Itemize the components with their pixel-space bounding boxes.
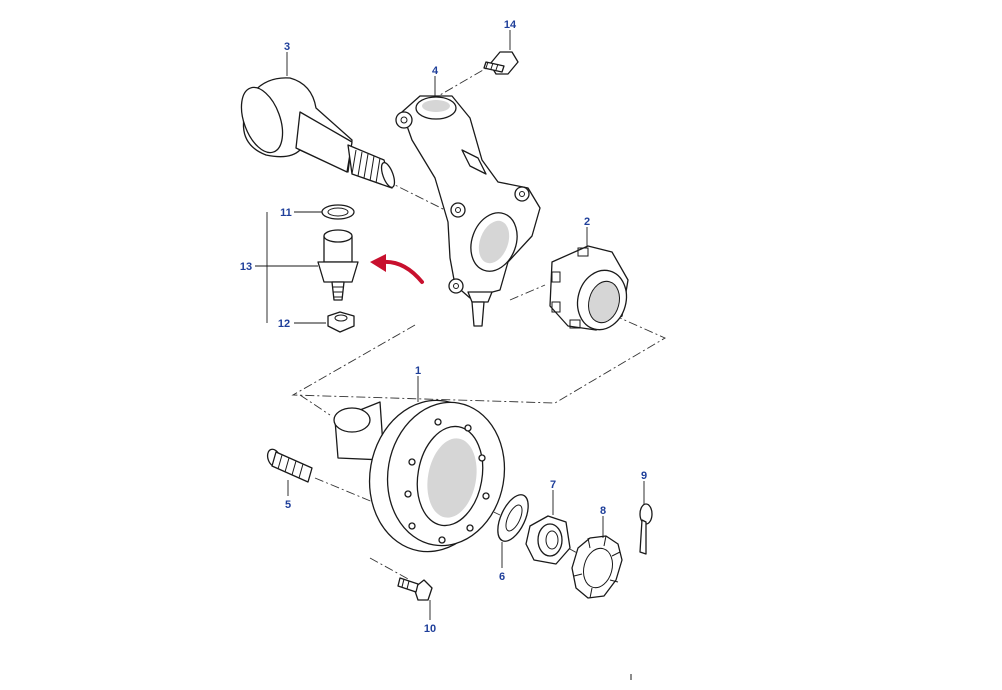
ball-joint-group [317, 204, 359, 333]
hub-nut-part [525, 515, 571, 565]
callout-labels: 1 2 3 4 5 6 7 8 9 10 11 12 13 14 [240, 19, 647, 635]
wheel-hub-part [333, 399, 506, 553]
callout-13: 13 [240, 261, 252, 273]
callout-leaders [255, 30, 645, 620]
callout-7: 7 [550, 479, 556, 491]
callout-1: 1 [415, 365, 421, 377]
callout-2: 2 [584, 216, 590, 228]
callout-4: 4 [432, 65, 439, 77]
assembly-axis-lines [291, 61, 666, 581]
callout-3: 3 [284, 41, 290, 53]
curved-arrow-icon [370, 254, 424, 284]
callout-9: 9 [641, 470, 647, 482]
callout-8: 8 [600, 505, 606, 517]
callout-6: 6 [499, 571, 505, 583]
callout-5: 5 [285, 499, 291, 511]
callout-10: 10 [424, 623, 436, 635]
washer-part [497, 494, 529, 542]
split-pin-part [639, 503, 653, 555]
nut-retainer-part [571, 535, 623, 599]
drive-shaft-part [240, 77, 396, 189]
wheel-stud-part [266, 448, 313, 483]
hub-bearing-part [549, 245, 629, 331]
callout-14: 14 [504, 19, 517, 31]
callout-11: 11 [280, 207, 292, 219]
callout-12: 12 [278, 318, 290, 330]
steering-knuckle-part [395, 95, 541, 327]
flange-bolt-part [397, 577, 433, 601]
bolt-part [483, 51, 519, 75]
